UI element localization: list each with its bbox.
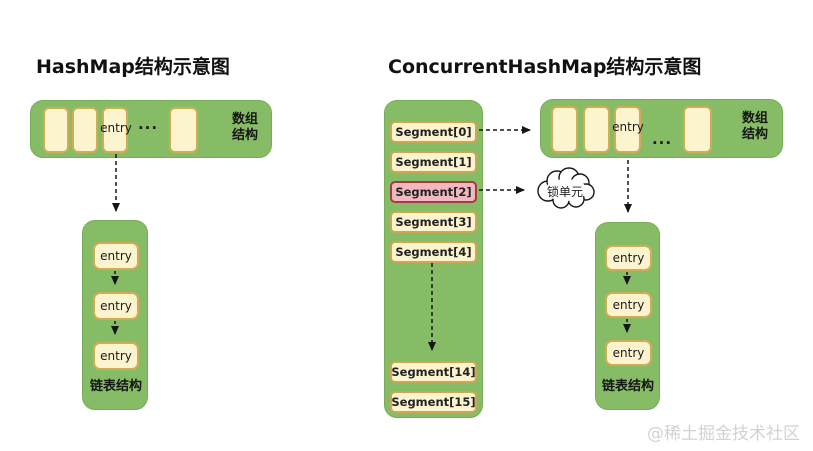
segment-box-0: Segment[0] [390,121,477,143]
array-structure-label: 数组 结构 [231,112,258,143]
segment-box-3: Segment[3] [390,211,477,233]
concurrenthashmap-array-container: entry ... 数组 结构 [540,99,783,158]
list-structure-label: 链表结构 [601,379,654,394]
entry-label: entry [100,121,132,135]
list-entry-node: entry [93,242,139,270]
list-entry-node: entry [605,292,652,318]
array-structure-label: 数组 结构 [741,111,768,142]
segment-box-1: Segment[1] [390,151,477,173]
hashmap-array-container: entry ... 数组 结构 [30,100,272,158]
hashmap-title: HashMap结构示意图 [36,56,230,78]
array-cell [583,106,610,153]
array-ellipsis: ... [137,115,159,133]
array-cell [683,106,712,153]
list-entry-node: entry [93,342,139,370]
entry-label: entry [612,120,644,134]
watermark: @稀土掘金技术社区 [647,424,800,444]
array-cell [551,106,578,153]
concurrenthashmap-title: ConcurrentHashMap结构示意图 [388,56,702,78]
lock-unit-label: 锁单元 [546,185,583,199]
list-structure-label: 链表结构 [89,379,142,394]
list-entry-node: entry [605,245,652,271]
array-cell-entry [102,107,128,153]
segment-box-15: Segment[15] [390,391,477,413]
segment-box-14: Segment[14] [390,361,477,383]
segment-column-container: Segment[0] Segment[1] Segment[2] Segment… [384,100,483,418]
array-cell [43,107,69,153]
array-cell-entry [614,106,641,153]
list-entry-node: entry [93,292,139,320]
segment-box-4: Segment[4] [390,241,477,263]
segment-box-2-highlighted: Segment[2] [390,181,477,203]
concurrenthashmap-linkedlist-container: entry entry entry 链表结构 [595,222,660,410]
array-cell [72,107,98,153]
array-cell [169,107,198,153]
list-entry-node: entry [605,340,652,366]
hashmap-linkedlist-container: entry entry entry 链表结构 [82,220,148,410]
array-ellipsis: ... [651,130,673,148]
